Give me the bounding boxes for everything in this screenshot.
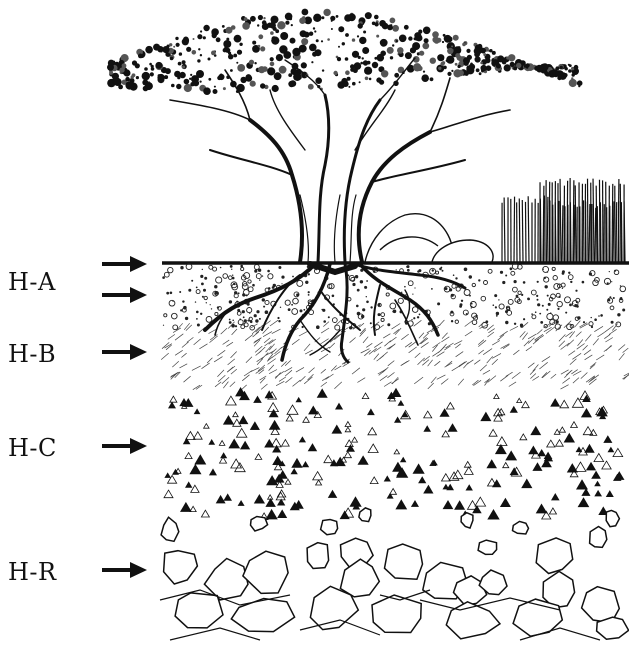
horizon-r-bedrock-boulders [160,508,629,640]
horizon-c-arrow-icon [100,436,150,456]
horizon-a-label: H-A [8,268,56,296]
surface-boulders [365,214,493,262]
horizon-c-label: H-C [8,434,57,462]
horizon-c-weathered-rock-fragments [164,388,624,520]
horizon-a-upper-arrow-icon [100,254,150,274]
horizon-b-arrow-icon [100,342,150,362]
horizon-r-arrow-icon [100,560,150,580]
grass-tufts [502,178,625,262]
tree-canopy [107,9,583,95]
horizon-b-label: H-B [8,340,56,368]
horizon-a-lower-arrow-icon [100,285,150,305]
horizon-r-label: H-R [8,558,57,586]
